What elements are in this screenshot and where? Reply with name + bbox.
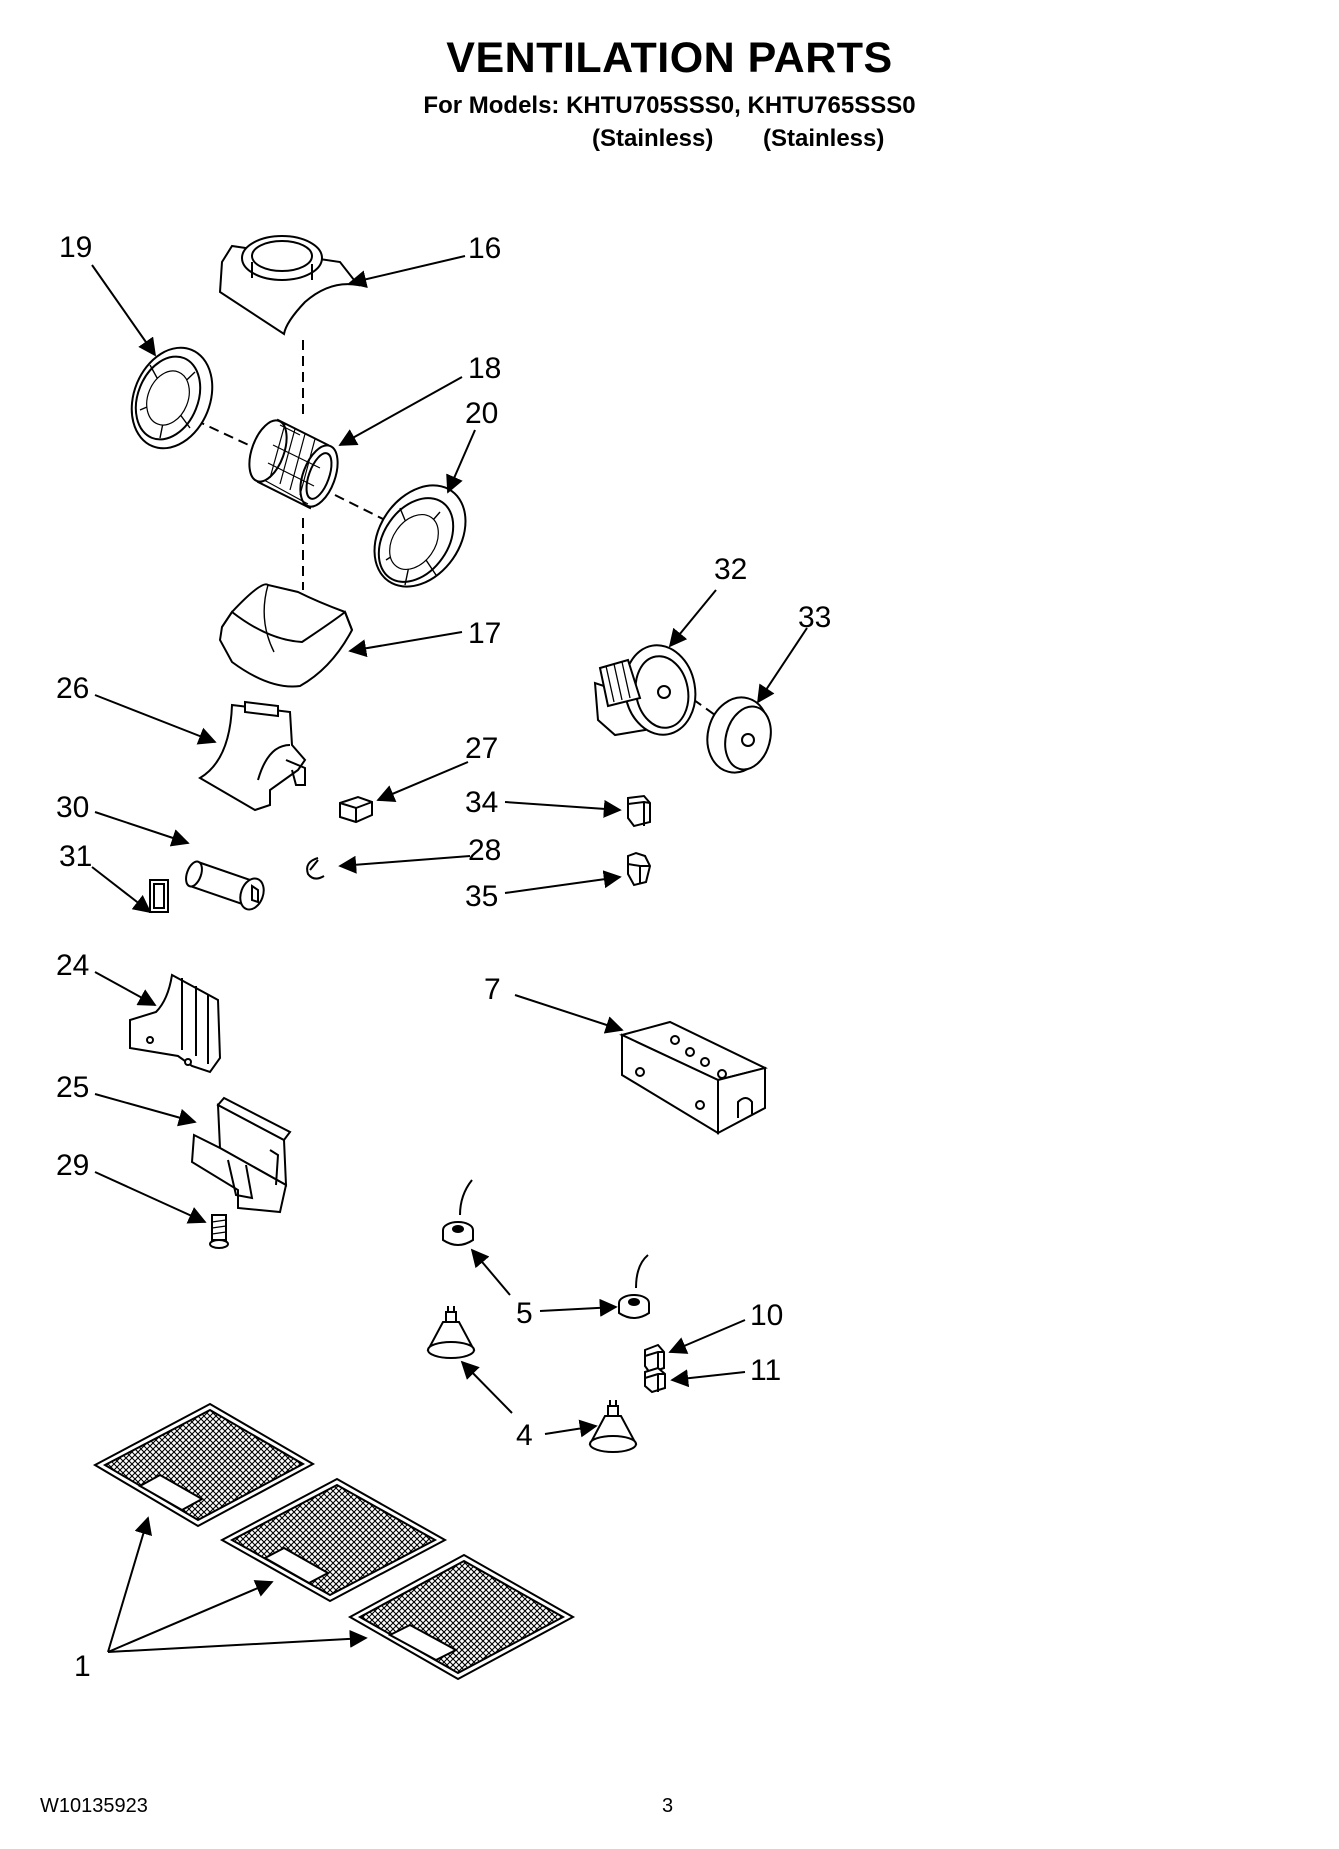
callout-29: 29 (56, 1149, 89, 1182)
callout-1: 1 (74, 1650, 91, 1683)
vent-damper (190, 1096, 292, 1214)
small-plate (149, 879, 169, 913)
lamp-socket-left (442, 1179, 474, 1246)
callout-26: 26 (56, 672, 89, 705)
grease-filter-1 (92, 1402, 316, 1528)
clip-35 (627, 851, 652, 887)
motor-housing (593, 644, 697, 737)
model-variant-1: (Stainless) (592, 125, 714, 152)
callout-labels: 19 16 18 20 17 32 33 26 27 34 30 28 31 3… (56, 231, 831, 1683)
clip-34 (627, 794, 651, 828)
upper-blower-housing (218, 235, 361, 336)
page-title: VENTILATION PARTS (446, 34, 893, 82)
leader-arrows (91, 255, 808, 1653)
callout-5: 5 (516, 1297, 533, 1330)
callout-27: 27 (465, 732, 498, 765)
callout-10: 10 (750, 1299, 783, 1332)
callout-17: 17 (468, 617, 501, 650)
document-number: W10135923 (40, 1795, 148, 1817)
screw (209, 1214, 229, 1249)
halogen-lamp-left (426, 1306, 476, 1359)
small-clip-27 (339, 795, 373, 824)
part-10-clip (644, 1343, 665, 1375)
callout-34: 34 (465, 786, 498, 819)
page-number: 3 (662, 1795, 674, 1817)
callout-35: 35 (465, 880, 498, 913)
lamp-socket-right (618, 1254, 650, 1319)
left-fan-grille (130, 346, 214, 450)
callout-16: 16 (468, 232, 501, 265)
callout-24: 24 (56, 949, 89, 982)
callout-11: 11 (750, 1354, 781, 1387)
callout-31: 31 (59, 840, 92, 873)
mounting-bracket (129, 973, 222, 1074)
grease-filter-2 (219, 1477, 448, 1603)
callout-19: 19 (59, 231, 92, 264)
control-box (619, 1020, 768, 1135)
wire-clip (306, 857, 325, 880)
duct-bracket (198, 700, 307, 812)
capacitor (185, 860, 265, 911)
callout-20: 20 (465, 397, 498, 430)
callout-7: 7 (484, 973, 501, 1006)
callout-28: 28 (468, 834, 501, 867)
callout-33: 33 (798, 601, 831, 634)
part-11-clip (644, 1366, 666, 1394)
lower-blower-housing (218, 583, 354, 688)
callout-4: 4 (516, 1419, 533, 1452)
halogen-lamp-right (588, 1400, 638, 1453)
blower-wheel (248, 418, 339, 510)
callout-32: 32 (714, 553, 747, 586)
model-variant-2: (Stainless) (763, 125, 885, 152)
right-fan-grille (373, 484, 467, 588)
callout-25: 25 (56, 1071, 89, 1104)
motor (706, 696, 772, 774)
grease-filter-3 (347, 1553, 576, 1681)
callout-30: 30 (56, 791, 89, 824)
models-line: For Models: KHTU705SSS0, KHTU765SSS0 (423, 92, 916, 119)
callout-18: 18 (468, 352, 501, 385)
